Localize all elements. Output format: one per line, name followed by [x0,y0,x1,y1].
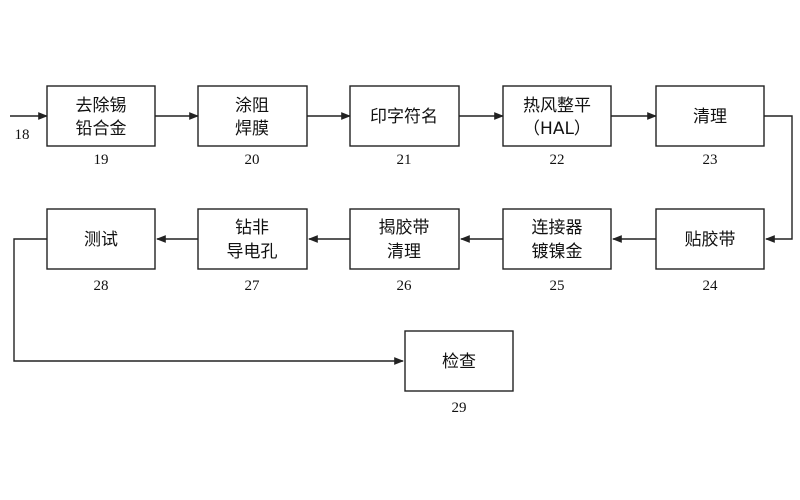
step-number-22: 22 [550,152,565,168]
step-label-27-line1: 钻非 [235,218,269,238]
step-box-28: 测试 28 [46,208,156,294]
arrow-28-29 [13,238,404,365]
step-label-19-line1: 去除锡 [76,96,127,116]
step-number-27: 27 [245,278,261,294]
step-label-25-line1: 连接器 [532,218,583,238]
step-number-28: 28 [94,278,109,294]
step-label-25-line2: 镀镍金 [532,242,583,262]
step-label-28: 测试 [84,230,118,250]
step-label-21: 印字符名 [370,107,438,127]
step-box-22: 热风整平 （HAL） 22 [502,85,612,168]
step-box-20: 涂阻 焊膜 20 [197,85,308,168]
step-number-26: 26 [397,278,413,294]
step-label-27-line2: 导电孔 [227,242,278,262]
step-label-22-line2: （HAL） [523,119,591,139]
step-label-24: 贴胶带 [685,230,736,250]
step-label-20-line2: 焊膜 [235,119,269,139]
step-box-29: 检查 29 [404,330,514,416]
step-label-22-line1: 热风整平 [523,96,591,116]
arrow-23-24 [764,115,793,243]
step-number-23: 23 [703,152,718,168]
step-number-25: 25 [550,278,565,294]
step-number-20: 20 [245,152,260,168]
step-box-27: 钻非 导电孔 27 [197,208,308,294]
step-label-29: 检查 [442,352,476,372]
input-step-number: 18 [15,127,30,143]
step-label-19-line2: 铅合金 [76,119,127,139]
step-box-26: 揭胶带 清理 26 [349,208,460,294]
step-number-19: 19 [94,152,109,168]
step-number-21: 21 [397,152,412,168]
step-label-23: 清理 [693,107,727,127]
step-label-20-line1: 涂阻 [235,96,269,116]
step-label-26-line2: 清理 [387,242,421,262]
step-number-29: 29 [452,400,467,416]
step-box-21: 印字符名 21 [349,85,460,168]
step-box-24: 贴胶带 24 [655,208,765,294]
step-box-19: 去除锡 铅合金 19 [46,85,156,168]
step-label-26-line1: 揭胶带 [379,218,430,238]
step-box-25: 连接器 镀镍金 25 [502,208,612,294]
step-number-24: 24 [703,278,719,294]
step-box-23: 清理 23 [655,85,765,168]
